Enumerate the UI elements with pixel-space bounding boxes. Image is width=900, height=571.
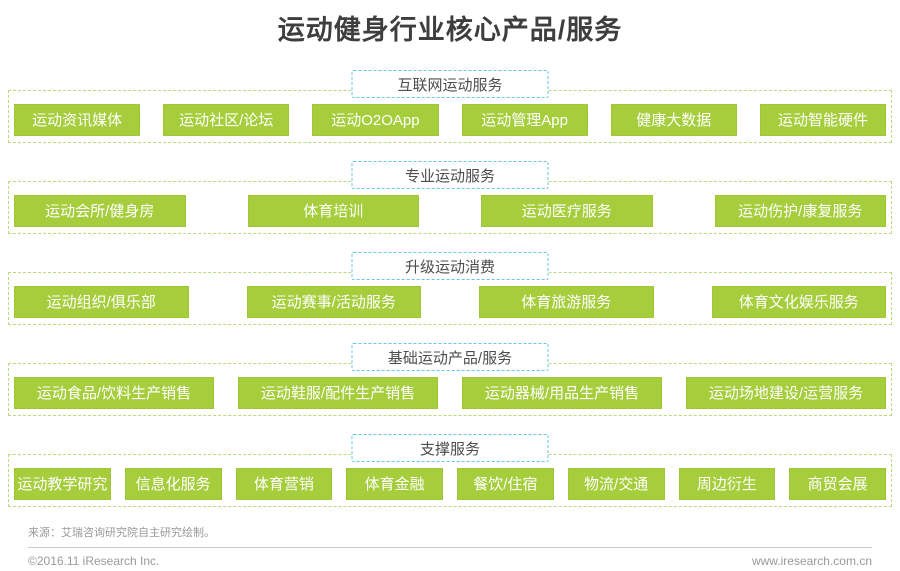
section-container: 运动食品/饮料生产销售运动鞋服/配件生产销售运动器械/用品生产销售运动场地建设/… [8,363,892,416]
website-url: www.iresearch.com.cn [751,554,872,568]
service-item: 运动O2OApp [312,103,439,136]
section-container: 运动资讯媒体运动社区/论坛运动O2OApp 运动管理App 健康大数据运动智能硬件 [8,90,892,143]
service-item: 信息化服务 [124,467,222,500]
section-header: 基础运动产品/服务 [351,343,549,371]
section-header: 专业运动服务 [351,161,549,189]
service-item: 运动资讯媒体 [14,103,141,136]
service-item: 体育培训 [247,194,419,227]
service-item: 运动管理App [461,103,588,136]
section-header: 升级运动消费 [351,252,549,280]
service-item: 餐饮/住宿 [457,467,554,500]
copyright-text: ©2016.11 iResearch Inc. [28,554,160,568]
service-item: 体育旅游服务 [479,285,654,318]
service-item: 运动场地建设/运营服务 [686,376,886,409]
service-item: 运动组织/俱乐部 [14,285,189,318]
service-item: 运动智能硬件 [759,103,887,136]
service-item: 健康大数据 [610,103,737,136]
service-item: 运动鞋服/配件生产销售 [238,376,438,409]
service-item: 商贸会展 [789,467,886,500]
section-header: 互联网运动服务 [351,70,549,98]
service-item: 运动社区/论坛 [163,103,290,136]
section-header: 支撑服务 [351,434,549,462]
section-2: 运动组织/俱乐部 运动赛事/活动服务 体育旅游服务 体育文化娱乐服务 升级运动消费 [8,252,892,325]
sections: 运动资讯媒体运动社区/论坛运动O2OApp 运动管理App 健康大数据运动智能硬件 互… [8,70,892,507]
section-container: 运动教学研究信息化服务体育营销体育金融餐饮/住宿物流/交通周边衍生商贸会展 [8,454,892,507]
service-item: 运动教学研究 [14,467,111,500]
section-container: 运动会所/健身房 体育培训 运动医疗服务 运动伤护/康复服务 [8,181,892,234]
service-item: 运动赛事/活动服务 [246,285,421,318]
service-item: 周边衍生 [678,467,776,500]
section-0: 运动资讯媒体运动社区/论坛运动O2OApp 运动管理App 健康大数据运动智能硬件 互… [8,70,892,143]
service-item: 体育营销 [235,467,333,500]
service-item: 体育文化娱乐服务 [711,285,886,318]
section-4: 运动教学研究信息化服务体育营销体育金融餐饮/住宿物流/交通周边衍生商贸会展支撑服… [8,434,892,507]
section-3: 运动食品/饮料生产销售运动鞋服/配件生产销售运动器械/用品生产销售运动场地建设/… [8,343,892,416]
service-item: 运动器械/用品生产销售 [462,376,662,409]
service-item: 运动会所/健身房 [14,194,186,227]
section-container: 运动组织/俱乐部 运动赛事/活动服务 体育旅游服务 体育文化娱乐服务 [8,272,892,325]
service-item: 运动医疗服务 [481,194,653,227]
service-item: 物流/交通 [567,467,665,500]
source-note: 来源：艾瑞咨询研究院自主研究绘制。 [28,527,215,539]
service-item: 运动食品/饮料生产销售 [14,376,214,409]
service-item: 体育金融 [346,467,443,500]
footer: 来源：艾瑞咨询研究院自主研究绘制。 ©2016.11 iResearch Inc… [28,525,872,568]
page-title: 运动健身行业核心产品/服务 [277,15,623,45]
service-item: 运动伤护/康复服务 [714,194,886,227]
section-1: 运动会所/健身房 体育培训 运动医疗服务 运动伤护/康复服务 专业运动服务 [8,161,892,234]
footer-divider [28,547,872,548]
